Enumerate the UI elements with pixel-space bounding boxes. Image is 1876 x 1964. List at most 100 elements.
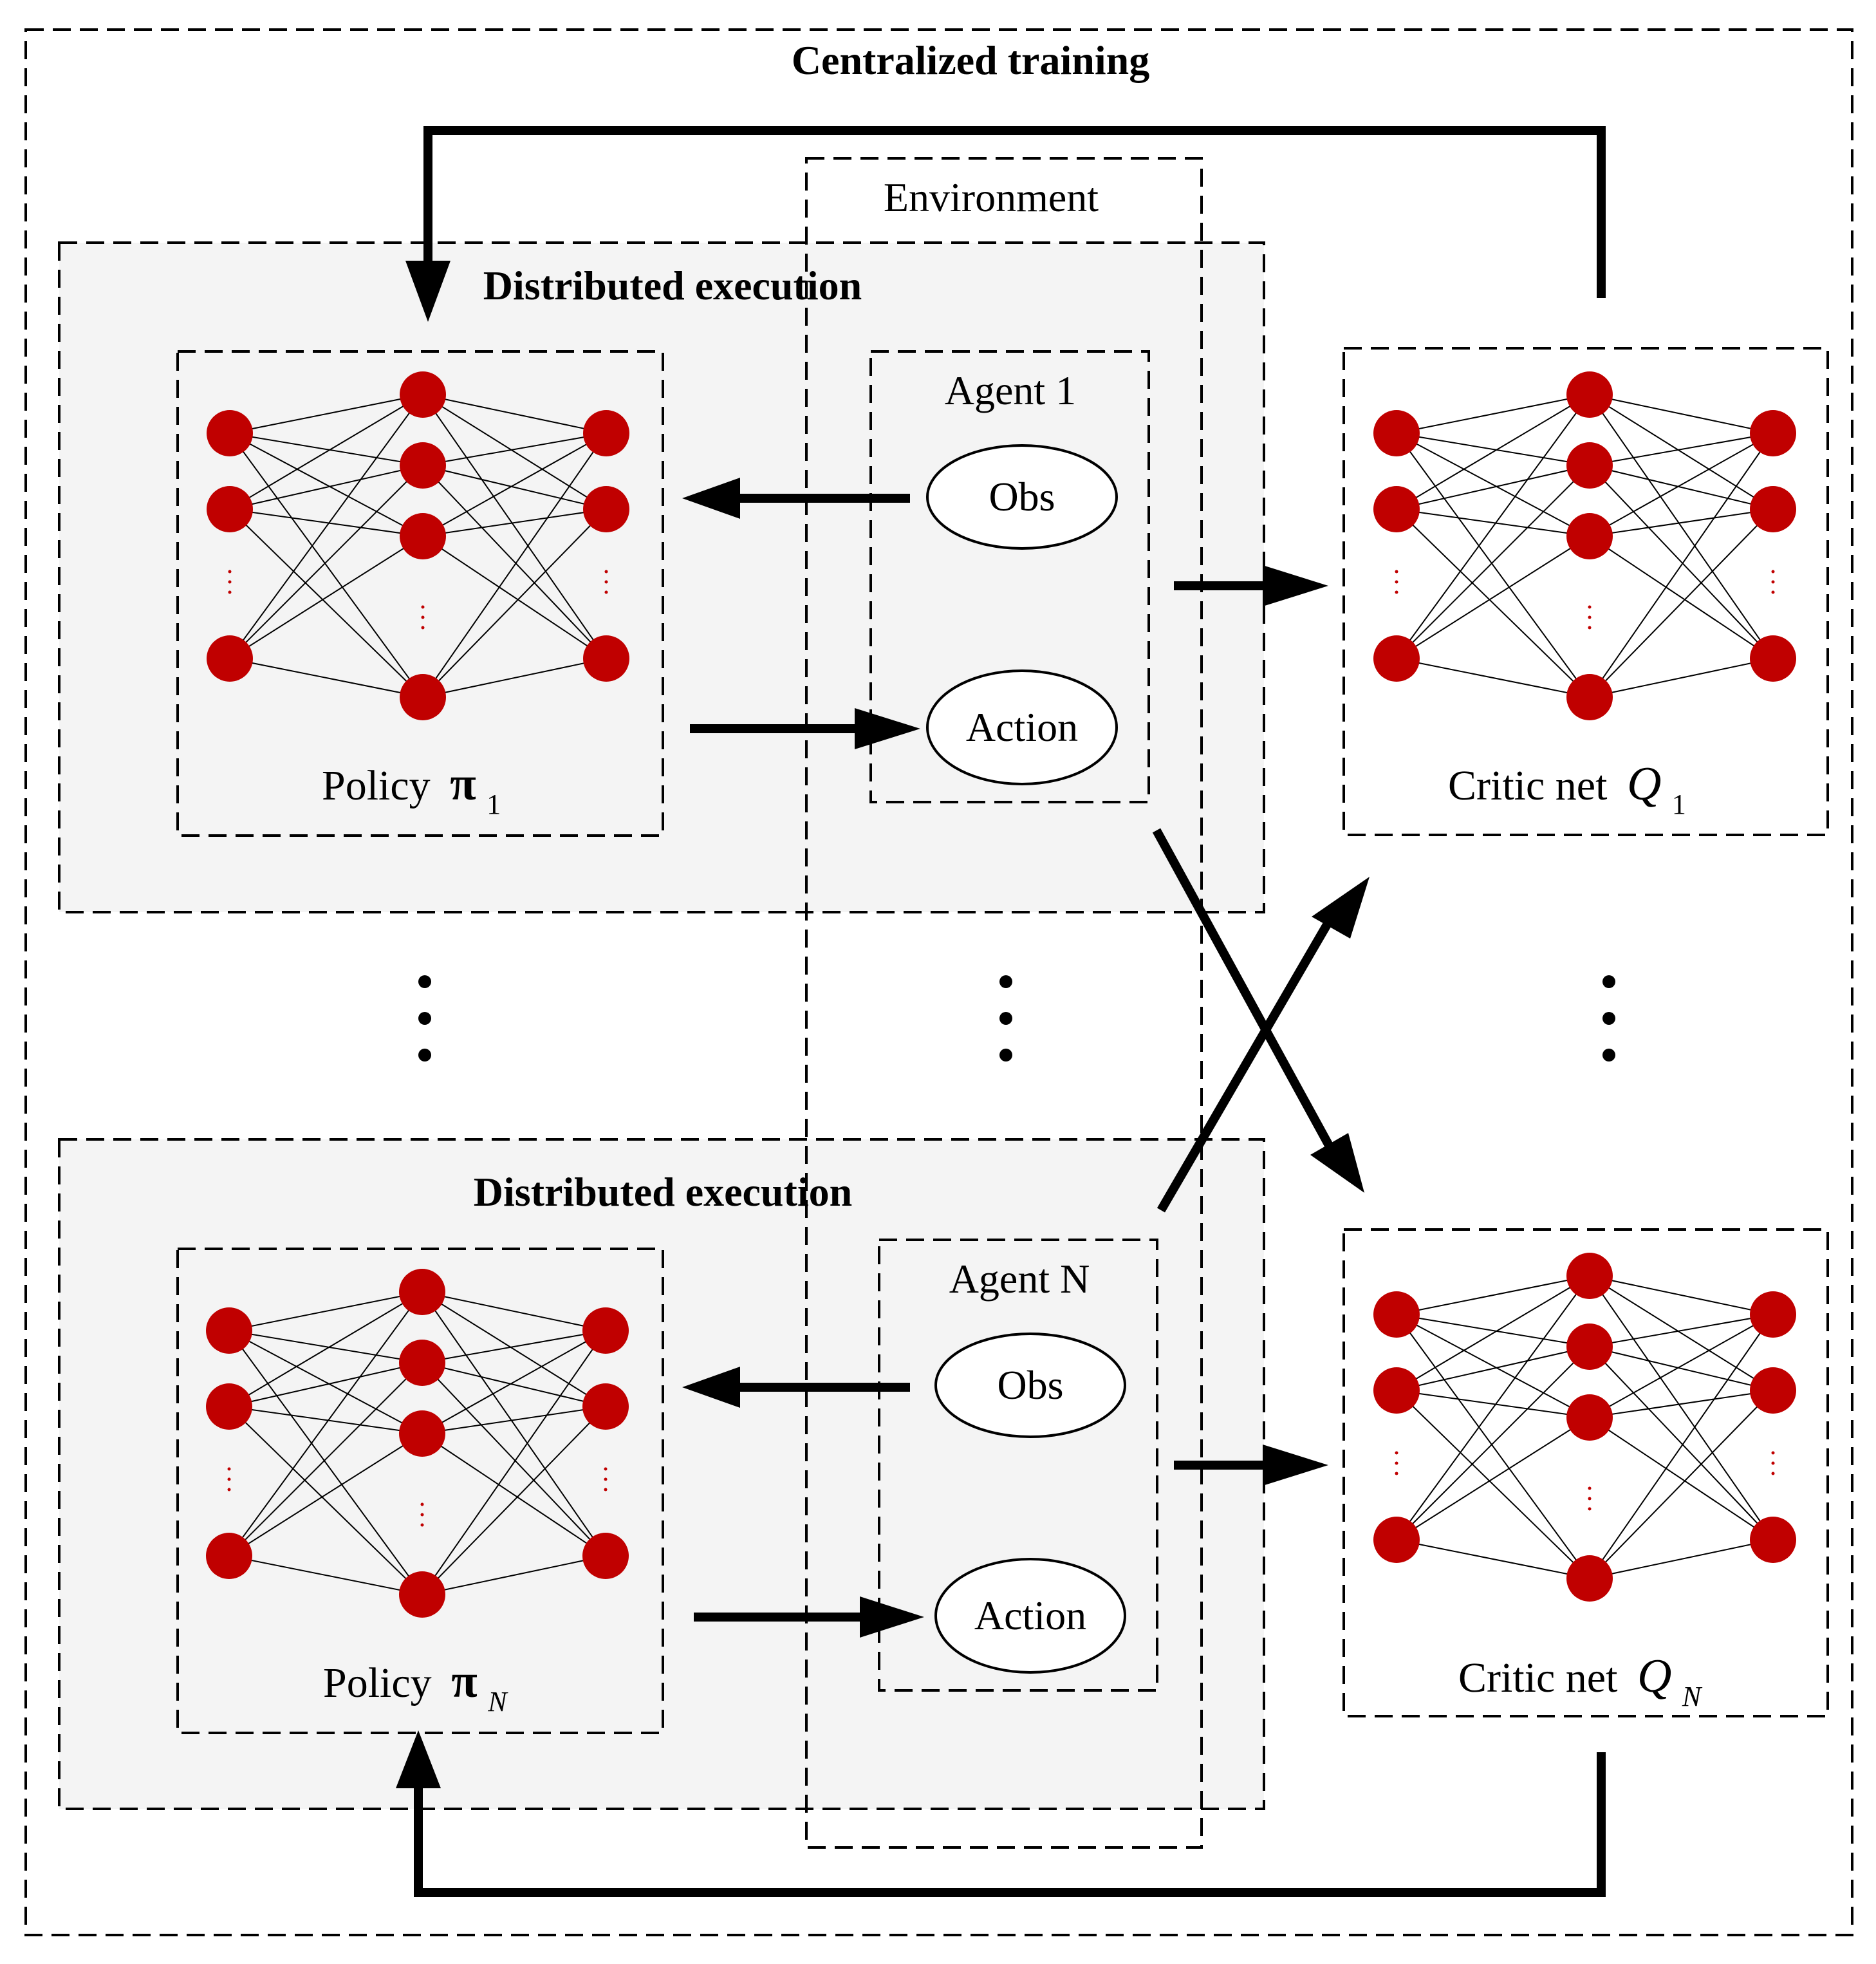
network-edge	[228, 1330, 423, 1434]
policy-network-n	[206, 1269, 629, 1618]
network-edge	[1396, 394, 1590, 659]
network-edge	[422, 1362, 606, 1557]
arrow-policy1-to-action1-head	[855, 708, 920, 749]
layer-ellipsis-dot	[1588, 1486, 1592, 1490]
neuron	[1566, 513, 1613, 559]
network-edge	[228, 1433, 423, 1557]
neuron	[399, 1269, 445, 1315]
critic-label-1-prefix: Critic net	[1448, 762, 1607, 809]
policy-label-n-subscript: N	[487, 1686, 508, 1717]
network-edge	[1589, 1275, 1774, 1540]
network-edge	[1589, 394, 1774, 434]
network-edge	[1589, 433, 1774, 537]
arrow-obsn-to-policyn-head	[682, 1367, 740, 1408]
critic-label-1-symbol: Q	[1627, 758, 1661, 810]
arrow-criticn-to-policyn	[414, 1752, 1606, 1897]
action-node-n	[934, 1558, 1126, 1674]
obs-node-1	[926, 444, 1118, 550]
neuron	[1750, 1517, 1796, 1563]
layer-ellipsis-dot	[1395, 580, 1398, 584]
agent-label-1: Agent 1	[945, 368, 1076, 413]
neuron	[1566, 1555, 1613, 1602]
network-edge	[1589, 658, 1774, 698]
network-edge	[228, 1330, 423, 1363]
policy-label-n: Policy π N	[323, 1655, 508, 1717]
network-edge	[1396, 465, 1590, 659]
layer-ellipsis-dot	[1395, 1472, 1398, 1475]
network-edge	[1396, 1390, 1590, 1579]
neuron	[582, 1383, 629, 1430]
policy-label-1: Policy π 1	[322, 758, 501, 820]
layer-ellipsis-dot	[1588, 1497, 1592, 1501]
neuron	[400, 674, 446, 720]
obs-label-n: Obs	[997, 1362, 1063, 1408]
ellipsis-policies	[418, 975, 431, 1061]
network-edge	[229, 394, 423, 434]
network-edge	[1396, 1390, 1590, 1418]
network-edge	[1396, 433, 1590, 537]
layer-ellipsis-dot	[1395, 1451, 1398, 1455]
layer-ellipsis-dot	[1771, 1451, 1775, 1455]
network-edge	[1589, 1346, 1774, 1391]
centralized-training-title: Centralized training	[792, 37, 1149, 83]
neuron	[1373, 1291, 1420, 1338]
layer-ellipsis-dot	[1588, 626, 1592, 630]
layer-ellipsis-dot	[1588, 1507, 1592, 1511]
neuron	[1373, 635, 1420, 682]
network-edge	[1396, 394, 1590, 434]
network-edge	[1396, 1275, 1590, 1391]
critic-network-1	[1373, 371, 1796, 720]
network-edge	[1589, 1275, 1774, 1391]
network-edge	[422, 1555, 606, 1595]
network-edge	[229, 536, 423, 659]
network-edge	[422, 658, 607, 698]
network-edge	[422, 433, 607, 466]
neuron	[399, 1571, 445, 1618]
network-edge	[1396, 509, 1590, 537]
neuron	[207, 410, 253, 456]
network-edge	[229, 509, 423, 698]
neuron	[1373, 1517, 1420, 1563]
layer-ellipsis-dot	[604, 1488, 608, 1492]
layer-ellipsis-dot	[421, 605, 425, 609]
network-edge	[422, 1291, 606, 1331]
network-edge	[229, 433, 423, 537]
network-edge	[422, 1406, 606, 1434]
network-edge	[1589, 1314, 1774, 1347]
network-edge	[422, 509, 607, 537]
layer-ellipsis-dot	[228, 590, 232, 594]
network-edge	[1589, 1539, 1774, 1579]
neuron	[400, 442, 446, 489]
network-edge	[1396, 394, 1590, 510]
layer-ellipsis-dot	[604, 1467, 608, 1471]
environment-label: Environment	[884, 174, 1099, 220]
layer-ellipsis-dot	[1771, 570, 1775, 574]
agent-box-1	[869, 350, 1150, 803]
layer-ellipsis-dot	[1588, 615, 1592, 619]
network-edge	[422, 433, 607, 537]
network-edge	[422, 465, 607, 510]
distributed-execution-label-n: Distributed execution	[474, 1169, 852, 1215]
action-node-1	[926, 669, 1118, 785]
network-edge	[422, 509, 607, 698]
network-edge	[1589, 1314, 1774, 1579]
network-edge	[228, 1291, 423, 1407]
agent-label-n: Agent N	[949, 1256, 1090, 1302]
layer-ellipsis-dot	[1588, 605, 1592, 609]
network-edge	[1396, 1346, 1590, 1540]
arrow-agentn-to-critic1-head	[1312, 877, 1370, 939]
neuron	[207, 486, 253, 532]
network-edge	[1396, 536, 1590, 659]
agent-box-n	[878, 1239, 1158, 1692]
network-edge	[1589, 1346, 1774, 1540]
network-edge	[1396, 1275, 1590, 1540]
network-edge	[1589, 1390, 1774, 1579]
network-edge	[422, 1330, 606, 1595]
layer-ellipsis-dot	[421, 626, 425, 630]
network-edge	[1396, 465, 1590, 510]
network-edge	[1396, 1314, 1590, 1418]
obs-node-n	[934, 1333, 1126, 1438]
neuron	[1373, 1367, 1420, 1414]
network-edge	[1396, 509, 1590, 698]
